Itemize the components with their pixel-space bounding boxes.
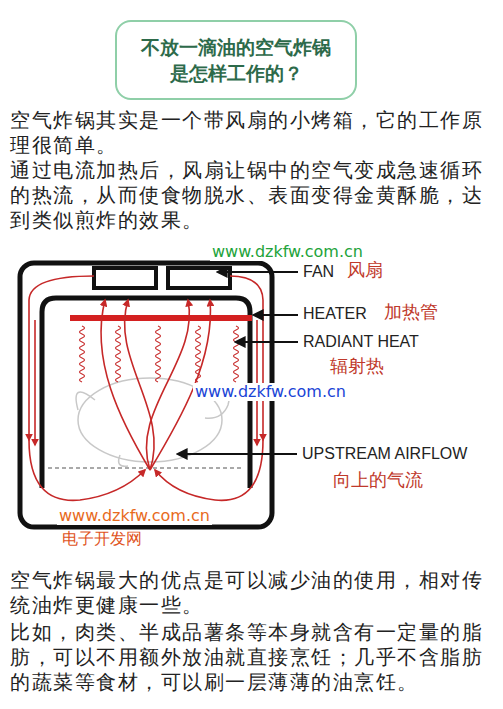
watermark: www.dzkfw.com.cn (193, 383, 348, 401)
heater-tube (70, 315, 252, 321)
title-box: 不放一滴油的空气炸锅 是怎样工作的？ (115, 20, 357, 100)
body-paragraph: 通过电流加热后，风扇让锅中的空气变成急速循环的热流，从而使食物脱水、表面变得金黄… (10, 158, 495, 233)
part-label: FAN (303, 263, 334, 281)
leader-arrows (178, 272, 298, 454)
part-label: UPSTREAM AIRFLOW (302, 445, 467, 463)
radiant-wave (156, 326, 161, 382)
part-label-cn: 向上的气流 (333, 470, 423, 491)
body-paragraph: 空气炸锅最大的优点是可以减少油的使用，相对传统油炸更健康一些。 (10, 568, 495, 618)
watermark: www.dzkfw.com.cn (210, 243, 365, 261)
part-label: RADIANT HEAT (303, 333, 419, 351)
body-paragraph: 空气炸锅其实是一个带风扇的小烤箱，它的工作原理很简单。 (10, 108, 495, 158)
radiant-wave (80, 326, 85, 382)
basket-bottom (48, 467, 244, 468)
watermark: 电子开发网 (60, 530, 144, 548)
body-paragraph: 比如，肉类、半成品薯条等本身就含有一定量的脂肪，可以不用额外放油就直接烹饪；几乎… (10, 620, 495, 695)
radiant-wave (116, 326, 121, 382)
part-label-cn: 风扇 (347, 260, 383, 281)
radiant-wave (196, 326, 201, 382)
part-label: HEATER (303, 305, 367, 323)
part-label-cn: 辐射热 (330, 356, 384, 377)
title-text: 不放一滴油的空气炸锅 是怎样工作的？ (137, 34, 335, 86)
radiant-heat-waves (80, 326, 239, 382)
watermark: www.dzkfw.com.cn (57, 507, 212, 525)
radiant-wave (234, 326, 239, 382)
part-label-cn: 加热管 (384, 302, 438, 323)
fan (94, 268, 230, 288)
